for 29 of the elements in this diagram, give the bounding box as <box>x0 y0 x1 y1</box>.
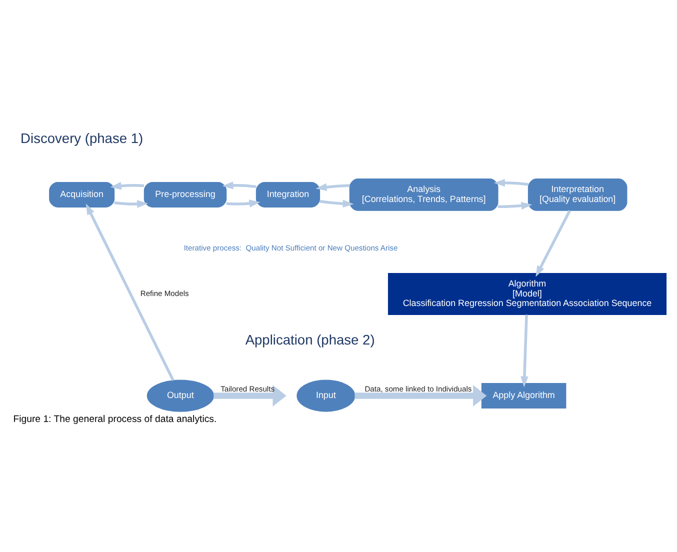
edge-label: Refine Models <box>140 288 189 298</box>
label: Discovery (phase 1) <box>20 130 144 146</box>
label: Iterative process: Quality Not Sufficient or New Questions Arise <box>184 242 398 252</box>
node-box: Integration <box>256 181 320 207</box>
arrow <box>222 181 256 189</box>
arrow <box>114 200 148 208</box>
caption: Figure 1: The general process of data analytics. <box>13 413 217 424</box>
arrow <box>354 384 487 406</box>
node-box: Apply Algorithm <box>481 382 566 408</box>
label: Application (phase 2) <box>245 332 375 347</box>
node-ellipse: Input <box>296 379 356 412</box>
arrow <box>110 182 144 190</box>
arrow <box>86 203 174 380</box>
node-box: Acquisition <box>49 181 115 207</box>
arrow <box>316 182 350 190</box>
arrow <box>320 199 354 208</box>
node-ellipse: Output <box>146 379 214 412</box>
arrow <box>494 178 528 186</box>
node-box: Pre-processing <box>144 181 227 207</box>
arrow <box>214 384 286 406</box>
edge-label: Tailored Results <box>220 384 275 394</box>
node-box: Algorithm [Model] Classification Regression Segmentation Association Sequence <box>388 272 667 315</box>
arrow <box>520 314 528 387</box>
node-box: Analysis [Correlations, Trends, Patterns] <box>349 178 498 210</box>
edge-label: Data, some linked to Individuals <box>364 384 472 394</box>
arrow <box>536 210 571 276</box>
node-box: Interpretation [Quality evaluation] <box>528 178 628 210</box>
arrow <box>498 201 532 210</box>
arrow <box>226 199 260 207</box>
